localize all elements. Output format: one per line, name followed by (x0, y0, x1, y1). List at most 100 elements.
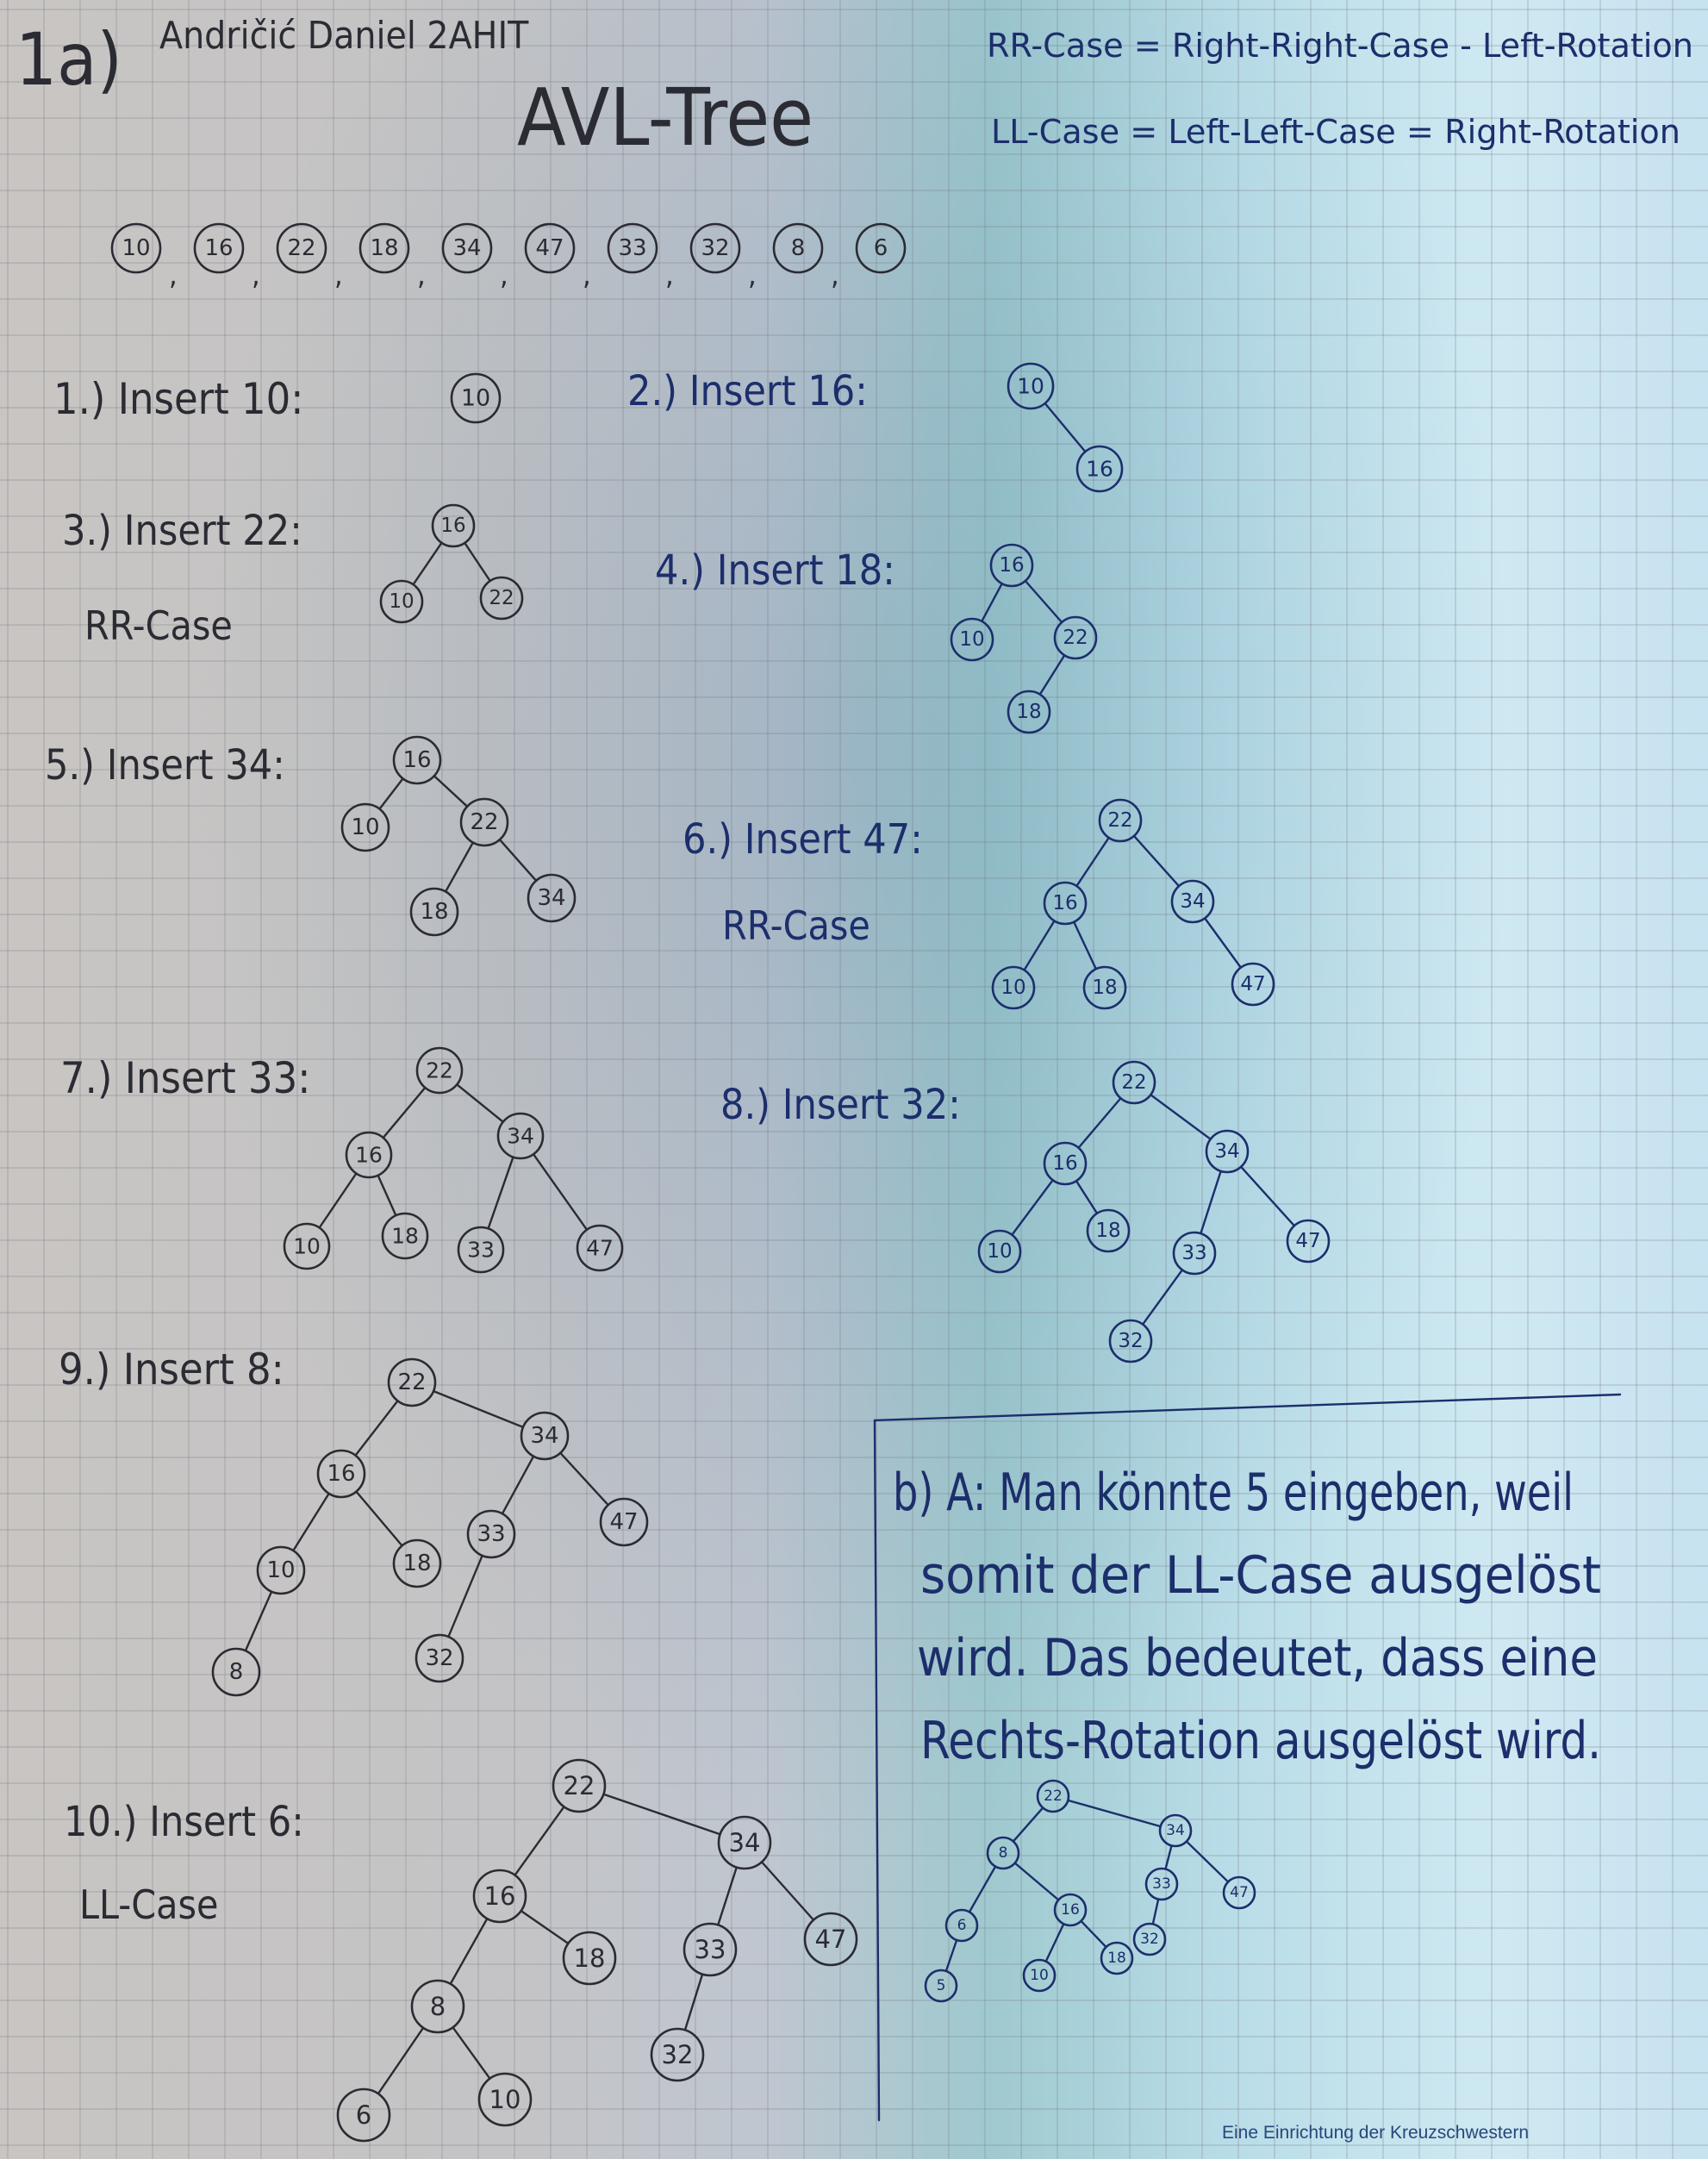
tree-node-value: 10 (293, 1234, 321, 1259)
tree-node-value: 16 (355, 1143, 383, 1168)
tree-node-value: 47 (1295, 1230, 1320, 1252)
tree-node-value: 16 (999, 554, 1024, 577)
tree-node-value: 47 (815, 1925, 847, 1954)
tree-node: 16 (392, 735, 442, 785)
tree-node-circle (1158, 1813, 1193, 1848)
tree-node: 16 (989, 543, 1034, 588)
tree-node-value: 16 (484, 1881, 516, 1911)
tree-node-circle (345, 1131, 393, 1179)
tree-node-value: 16 (1061, 1901, 1080, 1919)
sequence-value: 10 (122, 235, 150, 261)
tree-node: 33 (683, 1922, 738, 1977)
tree-edge (1200, 1170, 1222, 1235)
step-label: 4.) Insert 18: (655, 546, 895, 595)
tree-node-value: 33 (477, 1521, 505, 1547)
tree-node-value: 8 (430, 1992, 446, 2021)
sequence-item: 16 (193, 222, 245, 274)
tree-node-circle (431, 503, 476, 548)
tree-node-value: 18 (1016, 701, 1041, 723)
tree-node-circle (1231, 962, 1275, 1007)
tree-edge (1038, 654, 1066, 696)
tree-node-value: 18 (1095, 1220, 1120, 1242)
tree-edge (683, 1973, 704, 2031)
tree-node-value: 22 (1063, 627, 1088, 649)
step-tree: 10 (450, 372, 502, 424)
tree-node-value: 47 (1230, 1884, 1249, 1901)
tree-node-value: 33 (695, 1935, 726, 1964)
tree-edge (1080, 1919, 1107, 1949)
step-label: 9.) Insert 8: (59, 1345, 284, 1395)
tree-node: 10 (283, 1222, 331, 1270)
step-label: 10.) Insert 6: (64, 1798, 304, 1846)
tree-edge (559, 1451, 609, 1507)
sequence-comma: , (417, 258, 426, 292)
tree-node: 10 (256, 1545, 306, 1595)
sequence-comma: , (665, 258, 674, 292)
tree-node: 18 (381, 1212, 429, 1260)
tree-node-circle (381, 1212, 429, 1260)
sequence-value: 8 (791, 235, 806, 261)
tree-node: 16 (316, 1449, 366, 1499)
tree-node-circle (1100, 1941, 1134, 1975)
tree-node: 18 (1082, 965, 1127, 1010)
tree-node: 22 (479, 576, 524, 621)
tree-node: 47 (599, 1497, 649, 1547)
tree-node-value: 18 (391, 1224, 419, 1249)
sequence-circle (276, 222, 327, 274)
tree-node-circle (1170, 879, 1215, 924)
tree-node: 33 (466, 1509, 516, 1559)
page-title: AVL-Tree (517, 72, 813, 164)
tree-node: 32 (415, 1633, 464, 1683)
tree-edge (1077, 1097, 1122, 1149)
tree-node: 10 (340, 802, 390, 852)
tree-node-value: 34 (537, 885, 565, 911)
tree-edge (449, 1917, 489, 1986)
tree-node-circle (410, 1979, 465, 2034)
tree-edge (532, 1153, 589, 1231)
tree-edge (1150, 1094, 1212, 1140)
sequence-value: 47 (535, 235, 564, 261)
tree-node-circle (415, 1046, 464, 1095)
tree-edge (514, 1806, 565, 1876)
tree-node: 32 (1132, 1922, 1167, 1956)
tree-node: 16 (1075, 445, 1124, 493)
tree-node-circle (924, 1969, 958, 2003)
tree-node-value: 10 (266, 1557, 295, 1583)
tree-node-circle (1172, 1231, 1217, 1276)
step-labels: 1.) Insert 10:2.) Insert 16:3.) Insert 2… (45, 367, 961, 1928)
tree-node-value: 16 (1052, 1152, 1077, 1175)
sequence-item: 18 (358, 222, 410, 274)
tree-edge (432, 1389, 525, 1429)
tree-node-value: 10 (461, 385, 490, 412)
tree-node: 10 (950, 617, 994, 662)
tree-node: 16 (1053, 1893, 1088, 1927)
tree-node-value: 5 (937, 1977, 946, 1994)
tree-node: 22 (459, 797, 509, 847)
tree-node-circle (336, 2087, 391, 2143)
tree-node-circle (459, 797, 509, 847)
tree-edge (412, 541, 443, 586)
sequence-value: 16 (204, 235, 233, 261)
tree-node-circle (450, 372, 502, 424)
tree-edge (487, 1156, 514, 1230)
sequence-item: 33 (607, 222, 658, 274)
tree-edge (760, 1861, 815, 1921)
tree-node-value: 16 (327, 1461, 355, 1487)
part-b-line: b) A: Man könnte 5 eingeben, weil (893, 1463, 1574, 1523)
tree-node: 16 (345, 1131, 393, 1179)
tree-edge (1023, 920, 1056, 971)
tree-edge (1203, 917, 1243, 969)
sequence-comma: , (334, 258, 343, 292)
tree-node-value: 8 (229, 1659, 244, 1685)
tree-edge (981, 582, 1003, 623)
tree-node-value: 33 (467, 1238, 495, 1263)
